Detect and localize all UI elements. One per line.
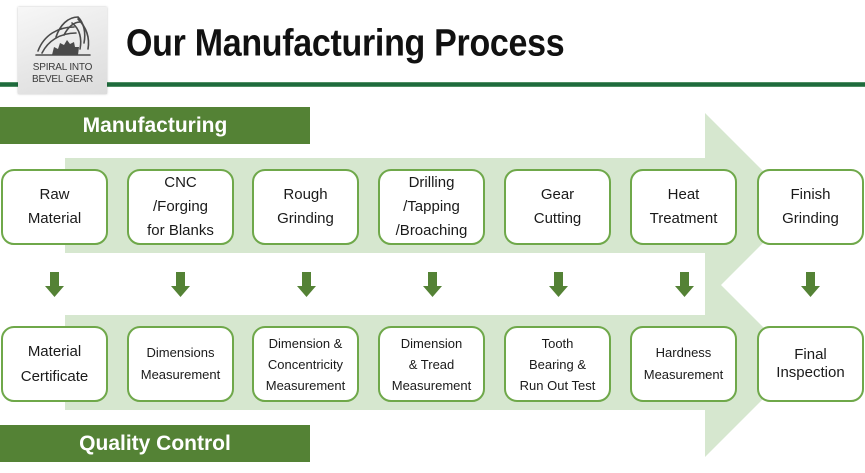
step-text: /Forging [152,198,209,215]
arrow-down-icon [45,272,64,297]
check-text: Tooth [541,335,574,351]
step-text: Grinding [782,210,839,227]
arrow-down-icon [549,272,568,297]
step-text: CNC [164,174,197,191]
logo-text-line2: BEVEL GEAR [32,74,93,85]
step-heat-treatment: Heat Treatment [630,169,737,245]
header-divider [0,82,865,87]
check-text: Measurement [643,367,724,382]
step-text: for Blanks [147,222,214,239]
step-text: /Tapping [403,198,460,215]
check-hardness-measurement: Hardness Measurement [630,326,737,402]
step-text: Heat [667,186,700,203]
step-text: Treatment [649,210,718,227]
logo-text-line1: SPIRAL INTO [32,62,93,73]
check-text: Material [27,343,82,360]
check-text: Inspection [776,364,845,381]
check-text: Dimensions [146,345,215,360]
check-material-certificate: Material Certificate [1,326,108,402]
check-dimension-tread: Dimension & Tread Measurement [378,326,485,402]
step-gear-cutting: Gear Cutting [504,169,611,245]
check-text: Hardness [655,345,712,360]
check-text: & Tread [408,356,455,372]
check-tooth-bearing-runout: Tooth Bearing & Run Out Test [504,326,611,402]
arrow-down-icon [801,272,820,297]
step-text: Raw [39,186,70,203]
quality-control-section-label: Quality Control [0,425,310,462]
spiral-bevel-gear-icon [35,16,91,56]
check-text: Measurement [265,377,346,393]
step-text: Rough [283,186,328,203]
page-title: Our Manufacturing Process [126,22,565,65]
check-text: Dimension [400,335,463,351]
step-text: Gear [540,186,575,203]
check-text: Final [794,346,827,363]
arrow-down-icon [297,272,316,297]
arrow-down-icon [423,272,442,297]
check-text: Measurement [140,367,221,382]
step-rough-grinding: Rough Grinding [252,169,359,245]
step-text: Grinding [277,210,334,227]
step-raw-material: Raw Material [1,169,108,245]
flow-arrow-shape [65,113,799,457]
check-final-inspection: Final Inspection [757,326,864,402]
check-text: Concentricity [267,356,344,372]
step-text: Cutting [533,210,582,227]
step-cnc-forging: CNC /Forging for Blanks [127,169,234,245]
step-text: Finish [790,186,831,203]
arrow-down-icon [171,272,190,297]
arrow-down-icon [675,272,694,297]
manufacturing-section-label: Manufacturing [0,107,310,144]
step-finish-grinding: Finish Grinding [757,169,864,245]
step-text: Drilling [408,174,455,191]
check-text: Measurement [391,377,472,393]
check-text: Bearing & [528,356,587,372]
company-logo: SPIRAL INTO BEVEL GEAR [18,7,107,94]
check-text: Certificate [20,368,89,385]
check-text: Dimension & [268,335,343,351]
check-dimension-concentricity: Dimension & Concentricity Measurement [252,326,359,402]
check-text: Run Out Test [519,377,596,393]
check-dimensions-measurement: Dimensions Measurement [127,326,234,402]
step-text: Material [27,210,82,227]
step-drilling-tapping-broaching: Drilling /Tapping /Broaching [378,169,485,245]
step-text: /Broaching [395,222,468,239]
